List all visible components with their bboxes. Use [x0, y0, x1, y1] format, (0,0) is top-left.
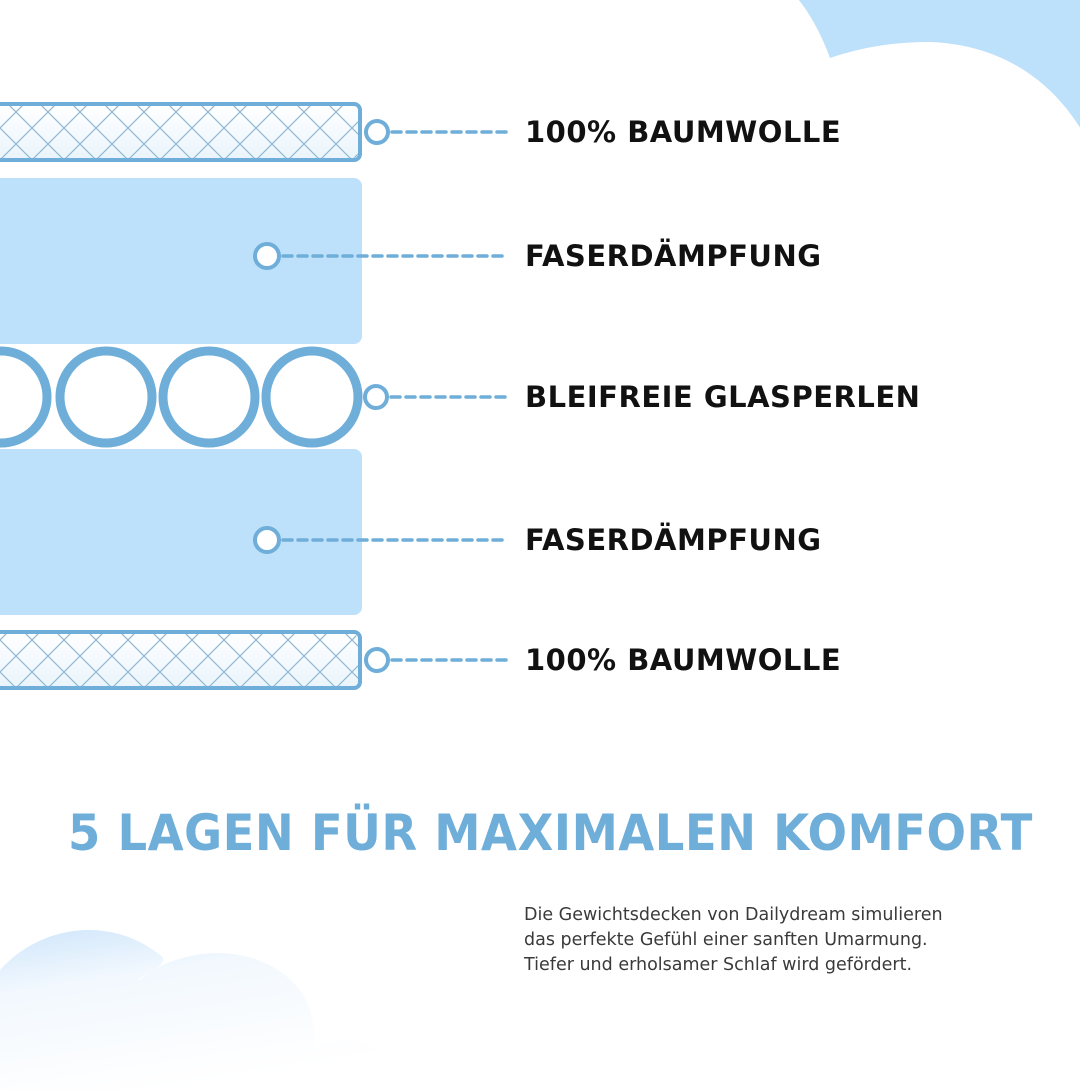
description-line-1: Die Gewichtsdecken von Dailydream simuli…	[524, 905, 943, 925]
layer-label-fiber-bottom: FASERDÄMPFUNG	[525, 523, 822, 557]
layer-cotton-top	[0, 102, 510, 162]
headline: 5 LAGEN FÜR MAXIMALEN KOMFORT	[68, 804, 1033, 862]
description-line-2: das perfekte Gefühl einer sanften Umarmu…	[524, 930, 928, 950]
layer-label-cotton-top: 100% BAUMWOLLE	[525, 115, 842, 149]
cloud-decoration-top	[798, 0, 1080, 128]
layer-diagram	[0, 102, 510, 690]
description: Die Gewichtsdecken von Dailydream simuli…	[524, 903, 1044, 978]
layer-label-fiber-top: FASERDÄMPFUNG	[525, 239, 822, 273]
layer-fiber-bottom	[0, 449, 510, 615]
layer-label-cotton-bottom: 100% BAUMWOLLE	[525, 643, 842, 677]
cloud-decoration-bottom	[0, 929, 410, 1090]
layer-glass-beads	[0, 346, 510, 448]
layer-cotton-bottom	[0, 630, 510, 690]
layer-label-glass-beads: BLEIFREIE GLASPERLEN	[525, 380, 921, 414]
description-line-3: Tiefer und erholsamer Schlaf wird geförd…	[524, 955, 913, 975]
layer-fiber-top	[0, 178, 510, 344]
